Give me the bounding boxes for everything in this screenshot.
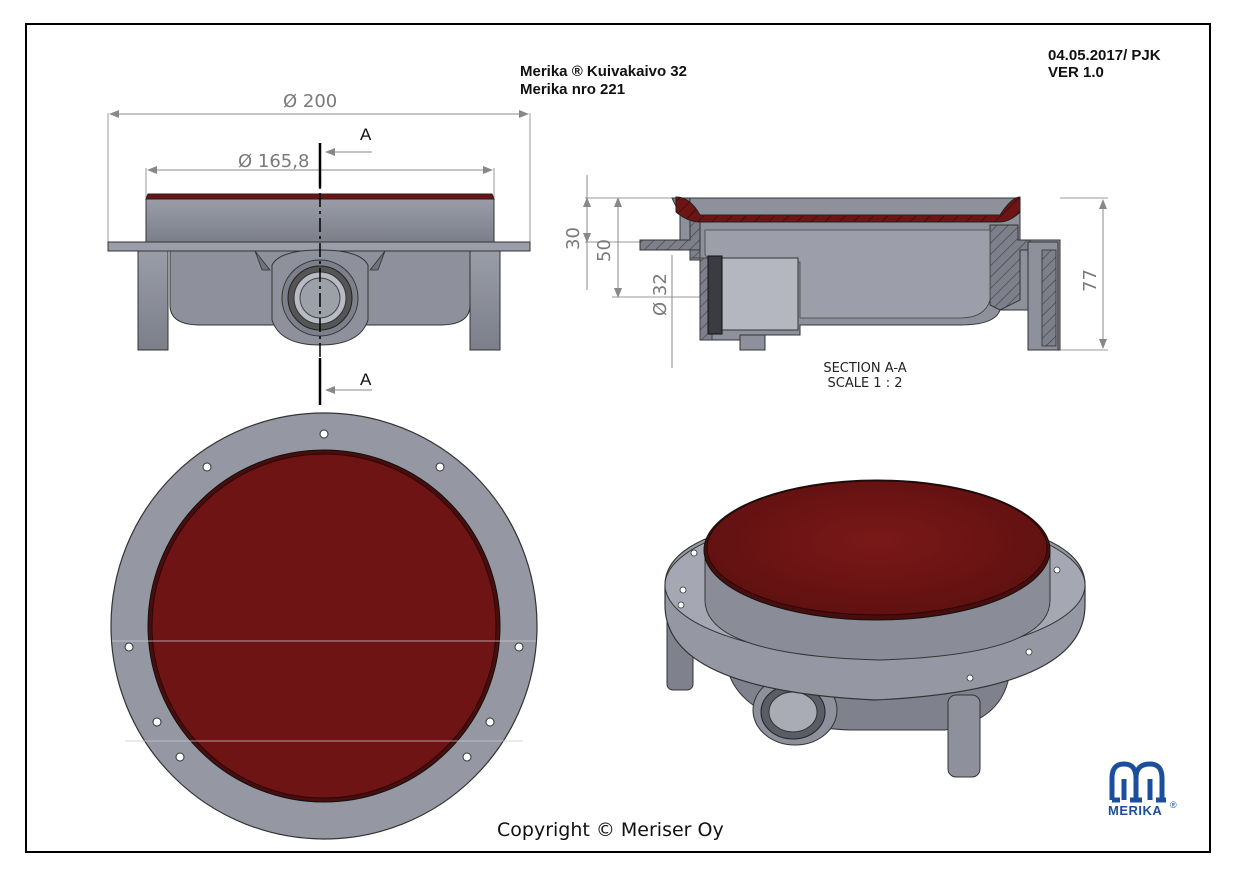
product-number: Merika nro 221 <box>520 81 626 98</box>
bolt-hole <box>462 752 472 762</box>
dim-label-165: Ø 165,8 <box>238 151 310 172</box>
bolt-hole <box>1053 566 1061 574</box>
product-name: Merika ® Kuivakaivo 32 <box>520 63 687 80</box>
outlet-pipe-section <box>711 257 799 331</box>
section-label-bottom: A <box>360 370 372 389</box>
bolt-hole <box>690 549 698 557</box>
outlet-seal-section <box>707 255 723 335</box>
revision-date: 04.05.2017/ PJK <box>1048 47 1161 64</box>
iso-outlet-pipe <box>768 691 818 733</box>
leg-section-hatched <box>1041 249 1057 347</box>
section-name: SECTION A-A <box>823 361 907 376</box>
dim-label-32: Ø 32 <box>650 273 671 316</box>
bolt-hole <box>1025 648 1033 656</box>
gusset-right <box>369 250 386 271</box>
section-caption: SECTION A-A SCALE 1 : 2 <box>810 361 920 391</box>
bolt-hole <box>677 601 685 609</box>
bolt-hole <box>175 752 185 762</box>
bolt-hole <box>202 462 212 472</box>
iso-lid <box>706 480 1048 616</box>
front-view <box>107 110 531 405</box>
dim-label-30: 30 <box>563 227 584 250</box>
bolt-hole <box>514 642 524 652</box>
bolt-hole <box>319 429 329 439</box>
drawing-frame <box>25 23 1211 853</box>
leg-left <box>137 249 169 351</box>
bolt-hole <box>152 717 162 727</box>
iso-leg-front <box>947 694 981 778</box>
section-view <box>583 175 1108 368</box>
iso-bolt-holes <box>677 549 1061 682</box>
logo-mark <box>1109 761 1166 803</box>
revision-version: VER 1.0 <box>1048 64 1104 81</box>
section-scale: SCALE 1 : 2 <box>827 376 903 391</box>
outlet-wall-hatched <box>689 249 713 341</box>
lid-top <box>151 453 497 799</box>
isometric-view <box>664 479 1086 778</box>
bolt-holes <box>124 429 524 762</box>
wall-right-hatched <box>989 224 1031 311</box>
dim-label-77: 77 <box>1080 269 1101 292</box>
section-label-top: A <box>360 125 372 144</box>
leg-right <box>469 249 501 351</box>
bolt-hole <box>124 642 134 652</box>
bolt-hole <box>966 674 974 682</box>
gusset-left <box>254 250 271 271</box>
revision-block: 04.05.2017/ PJK VER 1.0 <box>1048 47 1161 81</box>
dim-label-200: Ø 200 <box>283 91 338 112</box>
merika-logo <box>1109 761 1166 803</box>
bolt-hole <box>679 586 687 594</box>
product-title: Merika ® Kuivakaivo 32 Merika nro 221 <box>520 63 687 99</box>
lid-section <box>675 196 1021 223</box>
logo-text: MERIKA <box>1108 803 1163 818</box>
logo-registered: ® <box>1170 800 1177 810</box>
copyright: Copyright © Meriser Oy <box>497 819 724 841</box>
bolt-hole <box>485 717 495 727</box>
outlet-tab <box>739 334 766 351</box>
dim-label-50: 50 <box>594 239 615 262</box>
top-view <box>110 412 538 840</box>
bolt-hole <box>435 462 445 472</box>
